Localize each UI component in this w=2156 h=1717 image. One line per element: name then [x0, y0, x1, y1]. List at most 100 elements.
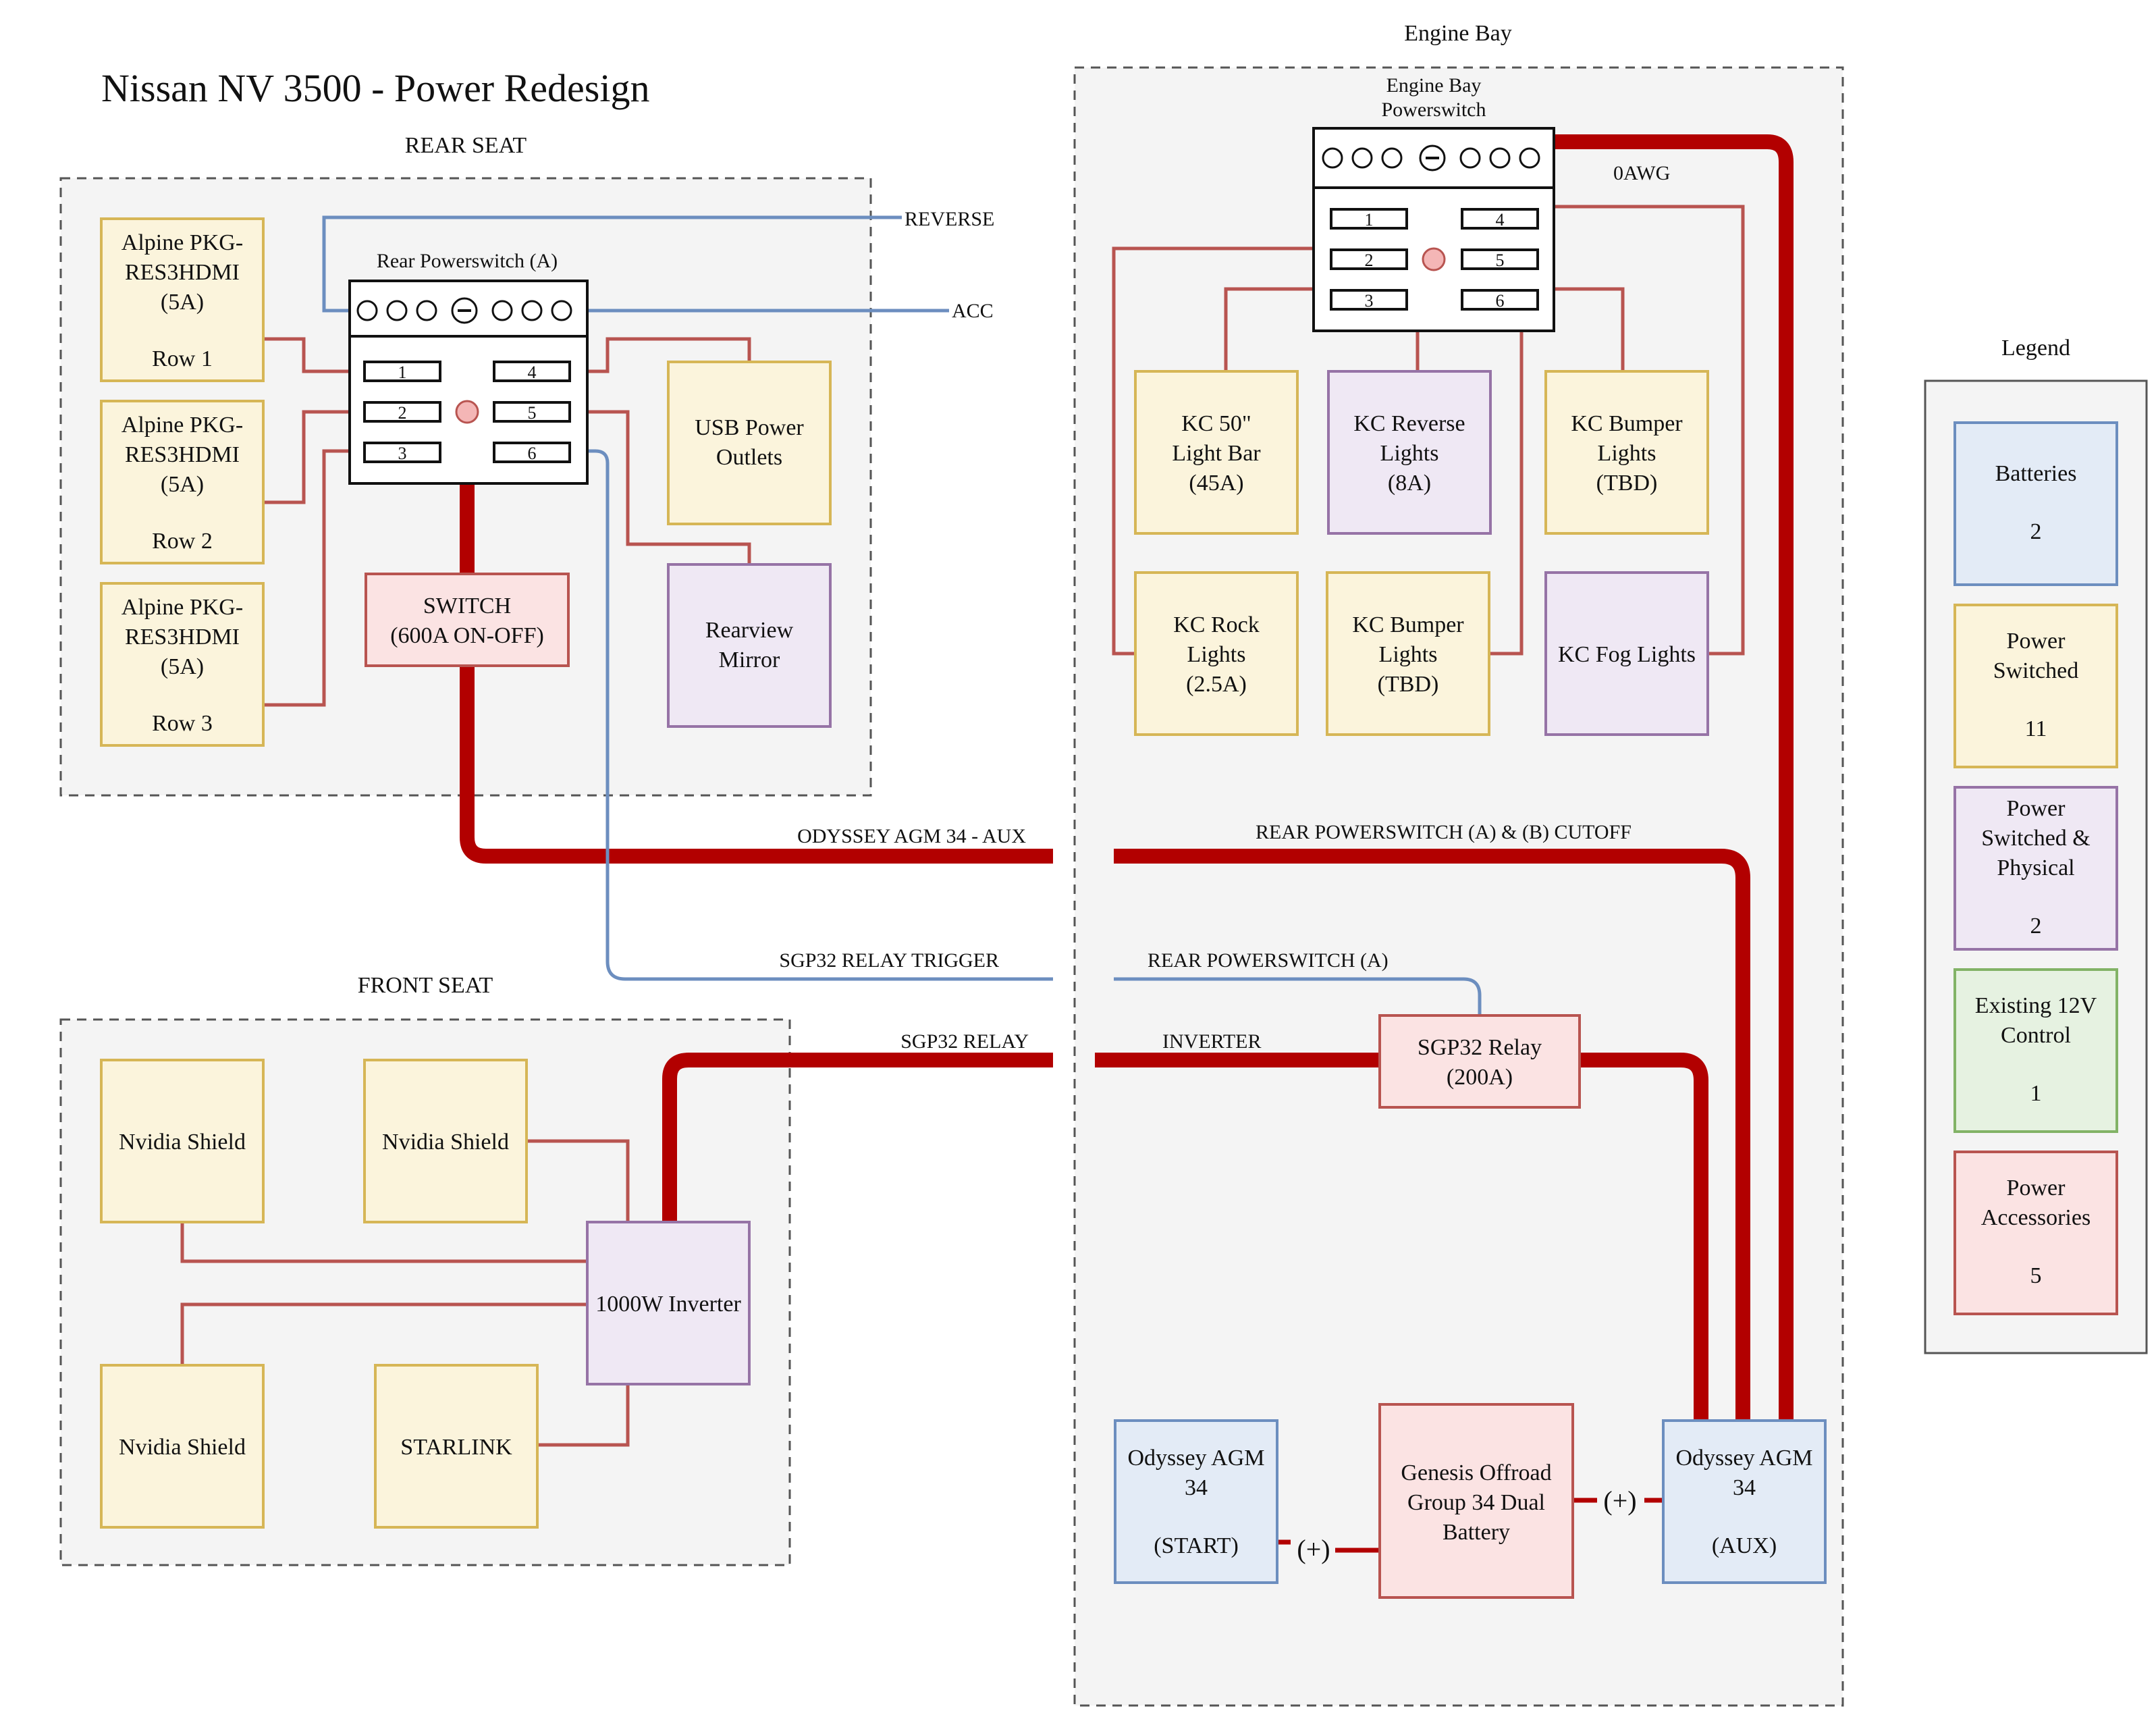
rear-slot-1[interactable] — [363, 361, 441, 382]
nvidia-shield-2[interactable]: Nvidia Shield — [363, 1059, 528, 1223]
rear-slot-6[interactable] — [493, 442, 571, 463]
kc-rock-line-1: KC Rock — [1173, 612, 1260, 637]
engine-powerswitch-label-1: Engine Bay — [1386, 74, 1482, 97]
inverter-1000w[interactable]: 1000W Inverter — [586, 1221, 751, 1385]
rearview-mirror[interactable]: Rearview Mirror — [667, 563, 832, 728]
usb-line-1: USB Power — [695, 415, 804, 440]
rear-slot-3[interactable] — [363, 442, 441, 463]
rear-seat-label: REAR SEAT — [405, 133, 527, 158]
legend-existing-control-box — [1953, 968, 2118, 1133]
wire-kc-rock — [1112, 246, 1314, 656]
battery-aux[interactable]: Odyssey AGM 34 (AUX) — [1662, 1419, 1827, 1584]
kc-rock-lights[interactable]: KC Rock Lights (2.5A) — [1134, 571, 1299, 736]
indicator-circle — [1519, 147, 1540, 169]
starlink-box — [374, 1364, 539, 1529]
battery-aux-line-4: (AUX) — [1712, 1533, 1777, 1558]
rearview-mirror-box — [667, 563, 832, 728]
kc-bumper-lights-1[interactable]: KC Bumper Lights (TBD) — [1544, 370, 1709, 535]
engine-slot-5[interactable] — [1461, 248, 1539, 270]
rear-slot-4[interactable] — [493, 361, 571, 382]
wire-shield2 — [527, 1139, 630, 1222]
battery-start[interactable]: Odyssey AGM 34 (START) — [1114, 1419, 1278, 1584]
wire-label-sgp32-relay: SGP32 RELAY — [900, 1030, 1029, 1053]
kc-reverse-lights[interactable]: KC Reverse Lights (8A) — [1327, 370, 1492, 535]
legend-batteries-line-1: Batteries — [1995, 461, 2077, 486]
engine-powerswitch-label-2: Powerswitch — [1382, 99, 1486, 121]
engine-slot-1[interactable] — [1330, 208, 1408, 230]
wire-shield3 — [180, 1302, 587, 1365]
kc-bumper-lights-2[interactable]: KC Bumper Lights (TBD) — [1326, 571, 1490, 736]
alpine-row-1[interactable]: Alpine PKG- RES3HDMI (5A) Row 1 — [100, 217, 265, 382]
kc-reverse-line-2: Lights — [1380, 441, 1439, 466]
legend-power-switched-line-1: Power — [2007, 629, 2066, 654]
engine-slot-6[interactable] — [1461, 289, 1539, 311]
nvidia-shield-1[interactable]: Nvidia Shield — [100, 1059, 265, 1223]
legend-power-switched-line-4: 11 — [2025, 716, 2047, 741]
battery-start-line-2: 34 — [1185, 1475, 1208, 1500]
kc-bumper-2-line-1: KC Bumper — [1352, 612, 1464, 637]
alpine-row-3-line-2: RES3HDMI — [125, 625, 240, 650]
engine-slot-2-label: 2 — [1365, 250, 1374, 270]
legend-power-switched-box — [1953, 604, 2118, 768]
alpine-row-3[interactable]: Alpine PKG- RES3HDMI (5A) Row 3 — [100, 582, 265, 747]
rear-slot-5[interactable] — [493, 401, 571, 423]
rear-slot-4-label: 4 — [528, 363, 537, 382]
kc-light-bar[interactable]: KC 50" Light Bar (45A) — [1134, 370, 1299, 535]
wire-label-acc: ACC — [952, 300, 994, 322]
alpine-row-1-line-2: RES3HDMI — [125, 260, 240, 285]
mirror-line-2: Mirror — [719, 648, 780, 672]
cutoff-switch-box — [365, 573, 570, 667]
genesis-line-3: Battery — [1443, 1520, 1510, 1545]
alpine-row-3-line-1: Alpine PKG- — [122, 595, 243, 620]
alpine-row-2[interactable]: Alpine PKG- RES3HDMI (5A) Row 2 — [100, 400, 265, 564]
inverter-box — [586, 1221, 751, 1385]
nvidia-shield-2-label: Nvidia Shield — [382, 1130, 509, 1155]
wire-label-reverse: REVERSE — [905, 208, 994, 230]
nvidia-shield-3[interactable]: Nvidia Shield — [100, 1364, 265, 1529]
genesis-dual-battery[interactable]: Genesis Offroad Group 34 Dual Battery — [1378, 1403, 1574, 1599]
rear-slot-2-label: 2 — [398, 403, 407, 423]
engine-slot-4[interactable] — [1461, 208, 1539, 230]
engine-slot-3[interactable] — [1330, 289, 1408, 311]
engine-slot-5-label: 5 — [1496, 250, 1505, 270]
engine-status-led — [1422, 247, 1446, 271]
legend-power-accessories-box — [1953, 1151, 2118, 1315]
indicator-circle — [1489, 147, 1511, 169]
kc-rock-line-2: Lights — [1187, 642, 1246, 667]
battery-links — [1277, 1498, 1663, 1553]
wire-rear-ps-a — [1114, 977, 1482, 1015]
sgp32-relay[interactable]: SGP32 Relay (200A) — [1378, 1014, 1581, 1109]
indicator-circle — [1459, 147, 1481, 169]
wire-alpine1 — [263, 337, 350, 373]
legend-batteries-line-3: 2 — [2030, 519, 2042, 544]
legend-power-accessories-line-4: 5 — [2030, 1263, 2042, 1288]
kc-bumper-1-line-2: Lights — [1598, 441, 1656, 466]
wire-label-plus-aux: (+) — [1603, 1485, 1636, 1516]
legend-existing-control-line-4: 1 — [2030, 1081, 2042, 1106]
wire-sgp32-to-aux — [1580, 1053, 1708, 1421]
rear-slot-2[interactable] — [363, 401, 441, 423]
kc-fog-lights[interactable]: KC Fog Lights — [1544, 571, 1709, 736]
indicator-circle — [551, 300, 572, 321]
legend-batteries-box — [1953, 421, 2118, 586]
cutoff-switch[interactable]: SWITCH (600A ON-OFF) — [365, 573, 570, 667]
kc-bumper-2-line-2: Lights — [1379, 642, 1438, 667]
engine-slot-2[interactable] — [1330, 248, 1408, 270]
legend-existing-control: Existing 12V Control 1 — [1953, 968, 2118, 1133]
usb-power-outlets[interactable]: USB Power Outlets — [667, 361, 832, 525]
wire-mirror — [587, 410, 751, 564]
battery-start-line-1: Odyssey AGM — [1127, 1446, 1264, 1471]
wire-kc-bumper1 — [1554, 287, 1625, 371]
wire-label-odyssey-aux: ODYSSEY AGM 34 - AUX — [797, 825, 1026, 847]
wire-labels: REVERSE ACC 0AWG ODYSSEY AGM 34 - AUX RE… — [779, 162, 1670, 1564]
wire-label-sgp-trigger: SGP32 RELAY TRIGGER — [779, 949, 999, 972]
legend-switched-physical-line-3: Physical — [1997, 855, 2074, 880]
wire-alpine3 — [263, 449, 350, 707]
alpine-row-2-line-1: Alpine PKG- — [122, 413, 243, 438]
sgp32-line-2: (200A) — [1447, 1065, 1513, 1090]
starlink[interactable]: STARLINK — [374, 1364, 539, 1529]
indicator-circle — [1381, 147, 1403, 169]
sgp32-line-1: SGP32 Relay — [1418, 1035, 1542, 1060]
engine-bay-label: Engine Bay — [1404, 21, 1512, 46]
engine-slot-1-label: 1 — [1365, 210, 1374, 230]
